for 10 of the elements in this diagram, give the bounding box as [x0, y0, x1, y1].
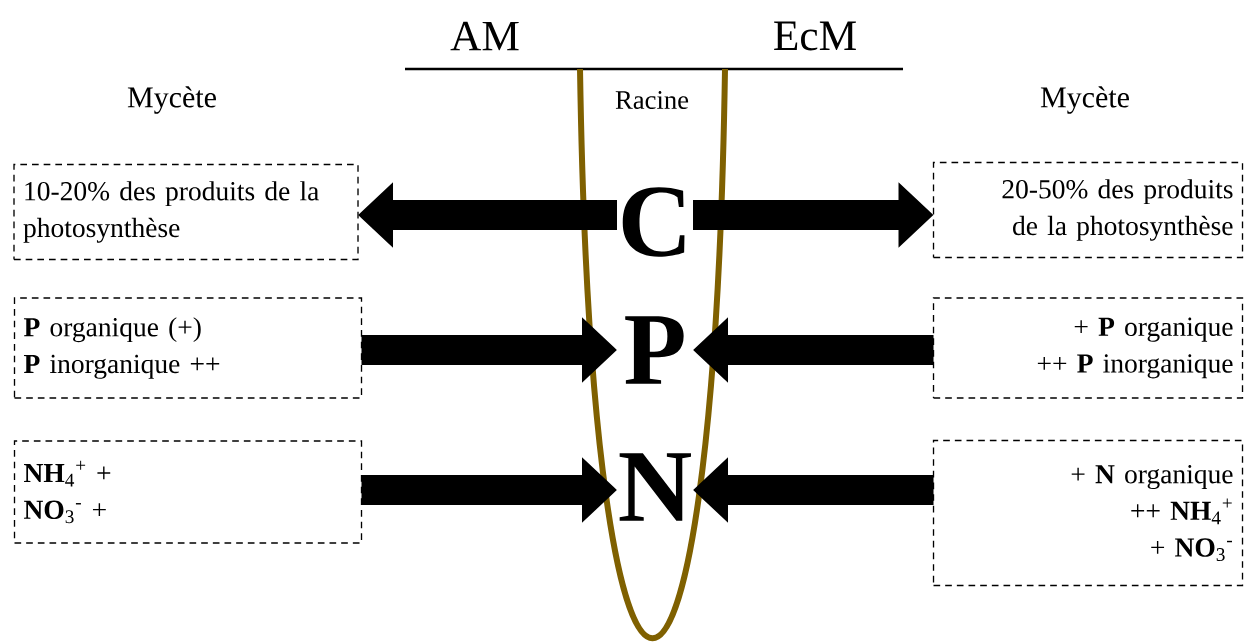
text-box: 10-20% des produits de la photosynthèse: [13, 163, 359, 261]
text-box: + P organique ++ P inorganique: [932, 297, 1244, 399]
column-heading: Mycète: [127, 86, 216, 114]
column-heading: AM: [450, 21, 519, 51]
column-heading: Mycète: [1040, 86, 1129, 114]
column-heading: EcM: [774, 21, 856, 51]
text-box: NH$_{4}$$^{+}$ + NO$_{3}$$^{-}$ +: [13, 440, 363, 544]
text-box: + N organique ++ NH$_{4}$+ + NO$_{3}$-: [932, 439, 1244, 587]
text-box: P organique (+) P inorganique ++: [13, 297, 363, 399]
text-box: 20-50% des produits de la photosynthèse: [932, 161, 1244, 259]
